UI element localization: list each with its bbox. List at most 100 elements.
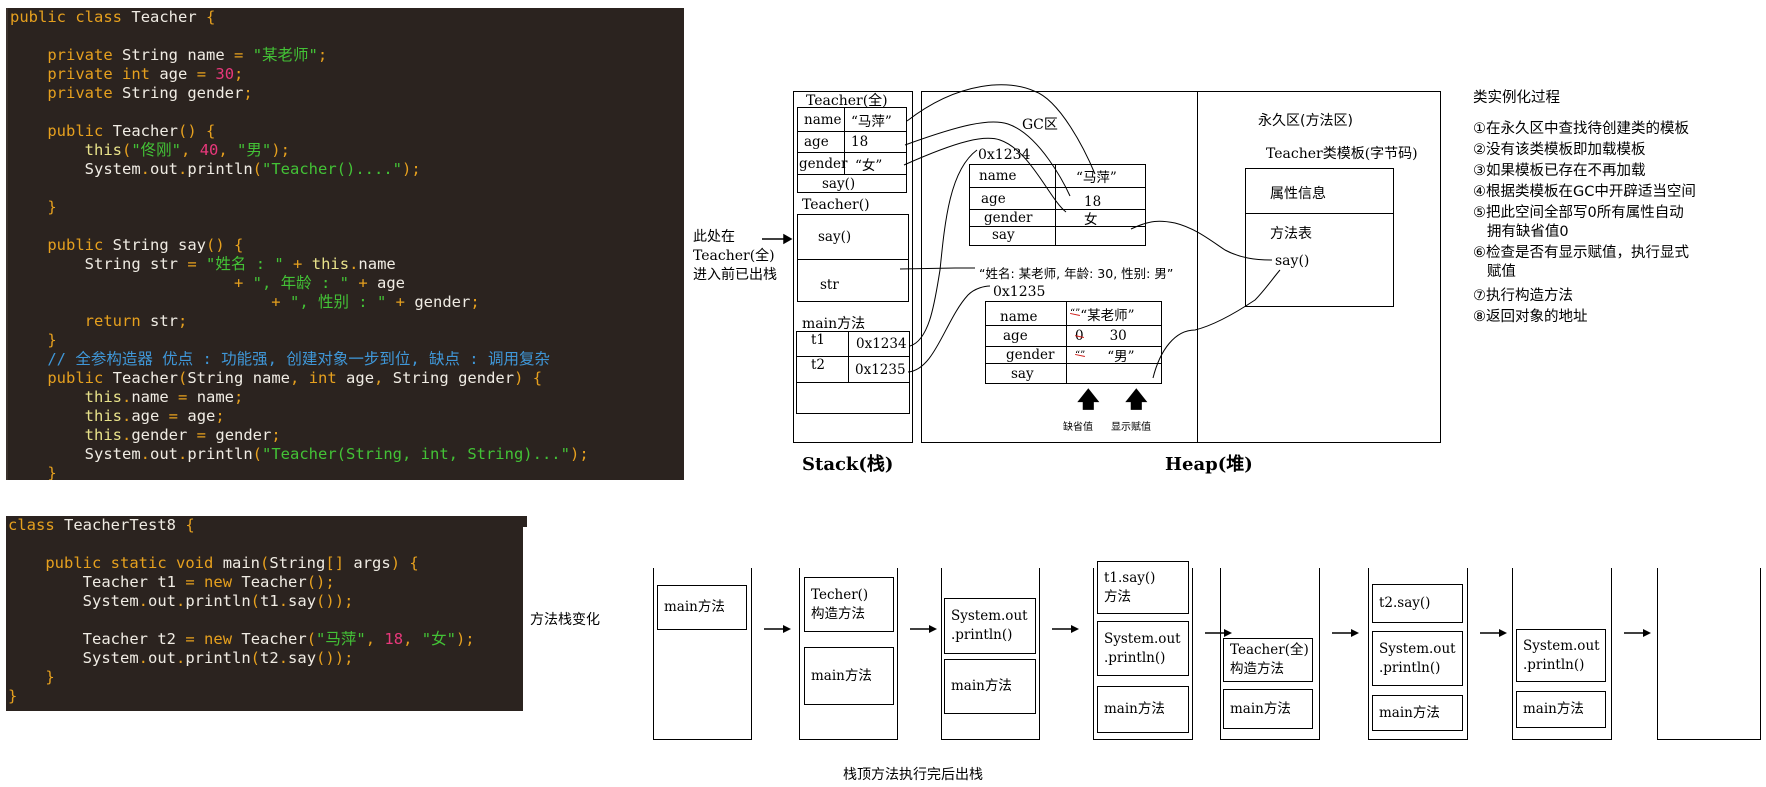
code-line: [6, 611, 523, 630]
field-name: gender: [797, 152, 847, 175]
stack-frame: System.out .println(): [944, 598, 1036, 654]
method-stack-7: [1512, 568, 1612, 740]
code-line: this.age = age;: [84, 407, 225, 425]
method-stack-3: [941, 568, 1040, 740]
main-frame-label: main方法: [802, 316, 866, 332]
code-line: String str = "姓名 : " + this.name: [84, 255, 396, 273]
code-line: // 全参构造器 优点 : 功能强, 创建对象一步到位, 缺点 : 调用复杂: [47, 350, 550, 368]
method-say: say(): [797, 174, 907, 193]
step-item: ⑧返回对象的地址: [1473, 309, 1588, 325]
default-value-label: 缺省值: [1063, 422, 1093, 433]
code-line: [8, 179, 684, 198]
obj2-field: age: [985, 325, 1067, 347]
obj1-value: 18: [1055, 187, 1146, 210]
method-stack-caption: 栈顶方法执行完后出栈: [843, 767, 983, 783]
right-arrow-icon: [1052, 625, 1079, 633]
code-line: }: [47, 464, 57, 480]
instantiation-steps: 类实例化过程 ①在永久区中查找待创建类的模板 ②没有该类模板即加载模板 ③如果模…: [1473, 86, 1696, 328]
explicit-assign-label: 显示赋值: [1111, 422, 1151, 433]
code-line: this("佟刚", 40, "男");: [84, 141, 290, 159]
method-table-say: say(): [1275, 253, 1310, 269]
code-line: public Teacher() {: [47, 122, 216, 140]
obj2-value-cell: “” “男”: [1066, 346, 1162, 365]
code-line: }: [8, 687, 18, 705]
code-line: this.name = name;: [84, 388, 244, 406]
method-table-box: [1245, 213, 1394, 307]
stack-frame: System.out .println(): [1372, 631, 1463, 686]
obj1-field: gender: [969, 209, 1056, 227]
code-line: Teacher t2 = new Teacher("马萍", 18, "女");: [82, 630, 475, 648]
stack-frame: t2.say(): [1372, 584, 1463, 623]
heap-title: Heap(堆): [1165, 454, 1253, 475]
code-line: public Teacher(String name, int age, Str…: [47, 369, 543, 387]
code-line: private int age = 30;: [47, 65, 244, 83]
step-item: ④根据类模板在GC中开辟适当空间: [1473, 184, 1696, 200]
gc-area-label: GC区: [1022, 117, 1058, 133]
stack-frame: main方法: [657, 585, 747, 630]
stack-side-note: 此处在 Teacher(全) 进入前已出栈: [693, 228, 777, 285]
obj1-value: 女: [1055, 209, 1146, 228]
obj1-field: age: [969, 187, 1056, 210]
field-name: age: [797, 131, 845, 153]
code-line: this.gender = gender;: [84, 426, 281, 444]
step-item: ⑦执行构造方法: [1473, 288, 1573, 304]
method-stack-1: [653, 568, 752, 740]
attr-info-label: 属性信息: [1270, 186, 1326, 202]
field-value: “女”: [844, 152, 907, 175]
code-line: }: [47, 331, 57, 349]
stack-frame: main方法: [804, 647, 894, 705]
stack-frame: Techer() 构造方法: [804, 577, 894, 632]
say-result-string: “姓名: 某老师, 年龄: 30, 性别: 男”: [979, 266, 1174, 281]
code-line: Teacher t1 = new Teacher();: [82, 573, 335, 591]
class-template-label: Teacher类模板(字节码): [1266, 146, 1418, 162]
stack-frame: System.out .println(): [1097, 621, 1189, 676]
code-line: [8, 27, 684, 46]
method-table-label: 方法表: [1270, 226, 1312, 242]
step-item: ①在永久区中查找待创建类的模板: [1473, 121, 1689, 137]
field-value: 18: [844, 131, 907, 153]
obj2-old-value: 0: [1075, 328, 1084, 344]
var-t1: t1: [796, 331, 849, 357]
step-item: ⑥检查是否有显示赋值，执行显式: [1473, 245, 1689, 261]
up-arrow-icon: 🡅: [1125, 388, 1148, 413]
code-line: private String name = "某老师";: [47, 46, 328, 64]
code-line: + ", 性别 : " + gender;: [271, 293, 480, 311]
obj2-new-value: “某老师”: [1080, 307, 1135, 324]
code-line: public static void main(String[] args) {: [45, 554, 419, 572]
teacher-default-frame-label: Teacher(): [802, 197, 870, 213]
field-value: “马萍”: [844, 107, 907, 132]
method-stack-5: [1220, 568, 1320, 740]
obj2-new-value: “男”: [1107, 349, 1135, 365]
code-line: class TeacherTest8 {: [8, 516, 195, 534]
method-stack-4: [1093, 568, 1193, 740]
code-line: public String say() {: [47, 236, 244, 254]
obj1-value: “马萍”: [1055, 164, 1146, 188]
code-line: + ", 年龄 : " + age: [233, 274, 406, 292]
teacher-full-frame-label: Teacher(全): [806, 93, 888, 109]
code-line: [6, 535, 523, 554]
obj2-field: name: [985, 301, 1067, 326]
right-arrow-icon: [764, 625, 791, 633]
obj2-field: say: [985, 363, 1067, 384]
main-frame-empty: [796, 382, 910, 414]
method-stack-6: [1368, 568, 1468, 740]
obj1-value: [1055, 226, 1146, 246]
obj2-value-cell: “” “某老师”: [1066, 301, 1162, 326]
stack-frame: t1.say() 方法: [1097, 561, 1189, 614]
obj2-value-cell: 0 30: [1066, 325, 1162, 347]
code-line: }: [47, 198, 57, 216]
obj2-old-value: “”: [1070, 308, 1081, 319]
right-arrow-icon: [1332, 629, 1359, 637]
right-arrow-icon: [1480, 629, 1507, 637]
method-stack-2: [799, 568, 898, 740]
perm-area-label: 永久区(方法区): [1258, 113, 1353, 129]
method-stack-label: 方法栈变化: [530, 612, 600, 628]
code-line: }: [45, 668, 55, 686]
code-panel-teacher-class: public class Teacher { private String na…: [6, 8, 684, 480]
step-item: ⑤把此空间全部写0所有属性自动: [1473, 205, 1684, 221]
step-item: 拥有缺省值0: [1473, 224, 1569, 240]
code-line: System.out.println("Teacher(String, int,…: [84, 445, 589, 463]
stack-frame: main方法: [1097, 686, 1189, 733]
step-item: ②没有该类模板即加载模板: [1473, 142, 1646, 158]
object2-address: 0x1235: [993, 284, 1046, 300]
